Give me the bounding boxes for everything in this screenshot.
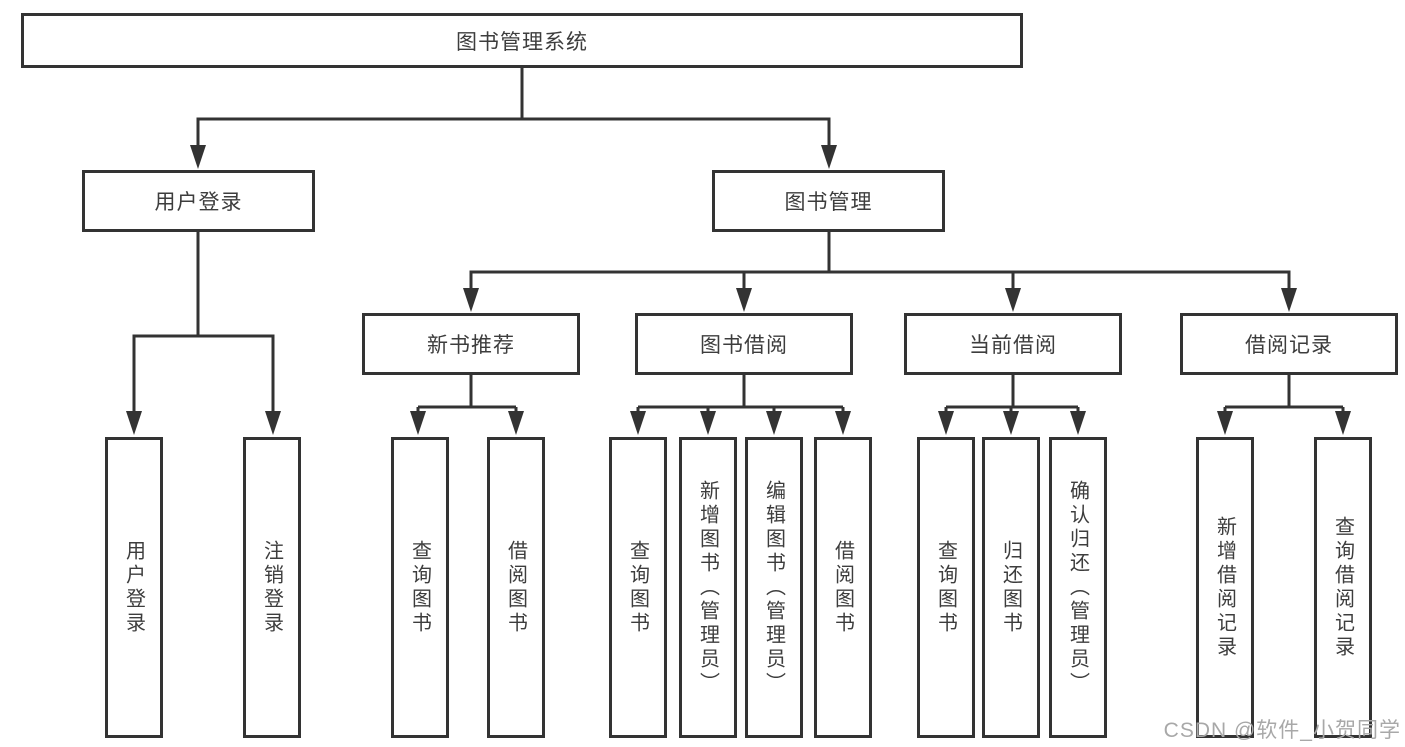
- node-leaf-label: 查询图书: [626, 539, 649, 636]
- node-book-borrow: 图书借阅: [635, 313, 853, 375]
- node-leaf-query-books-1: 查询图书: [391, 437, 449, 738]
- node-leaf-logout: 注销登录: [243, 437, 301, 738]
- node-leaf-label: 归还图书: [999, 539, 1022, 636]
- node-leaf-add-borrow-record: 新增借阅记录: [1196, 437, 1254, 738]
- node-leaf-label: 编辑图书（管理员）: [762, 479, 785, 696]
- node-leaf-user-login: 用户登录: [105, 437, 163, 738]
- node-leaf-query-borrow-record: 查询借阅记录: [1314, 437, 1372, 738]
- csdn-watermark: CSDN @软件_小贺同学: [1163, 719, 1401, 742]
- node-leaf-label: 借阅图书: [504, 539, 527, 636]
- node-leaf-label: 确认归还（管理员）: [1066, 479, 1089, 696]
- node-leaf-label: 借阅图书: [831, 539, 854, 636]
- node-leaf-label: 查询图书: [408, 539, 431, 636]
- node-leaf-return-books: 归还图书: [982, 437, 1040, 738]
- node-leaf-label: 查询图书: [934, 539, 957, 636]
- node-new-book-recommend: 新书推荐: [362, 313, 580, 375]
- node-leaf-label: 查询借阅记录: [1331, 515, 1354, 660]
- node-book-management: 图书管理: [712, 170, 945, 232]
- node-current-borrow: 当前借阅: [904, 313, 1122, 375]
- node-leaf-label: 新增图书（管理员）: [696, 479, 719, 696]
- node-library-management-system: 图书管理系统: [21, 13, 1023, 68]
- node-user-login: 用户登录: [82, 170, 315, 232]
- node-borrow-records: 借阅记录: [1180, 313, 1398, 375]
- node-leaf-label: 注销登录: [260, 539, 283, 636]
- node-leaf-query-books-3: 查询图书: [917, 437, 975, 738]
- node-leaf-edit-books-admin: 编辑图书（管理员）: [745, 437, 803, 738]
- node-leaf-confirm-return-admin: 确认归还（管理员）: [1049, 437, 1107, 738]
- node-leaf-borrow-books-1: 借阅图书: [487, 437, 545, 738]
- node-leaf-label: 用户登录: [122, 539, 145, 636]
- node-leaf-query-books-2: 查询图书: [609, 437, 667, 738]
- node-leaf-label: 新增借阅记录: [1213, 515, 1236, 660]
- node-leaf-add-books-admin: 新增图书（管理员）: [679, 437, 737, 738]
- node-leaf-borrow-books-2: 借阅图书: [814, 437, 872, 738]
